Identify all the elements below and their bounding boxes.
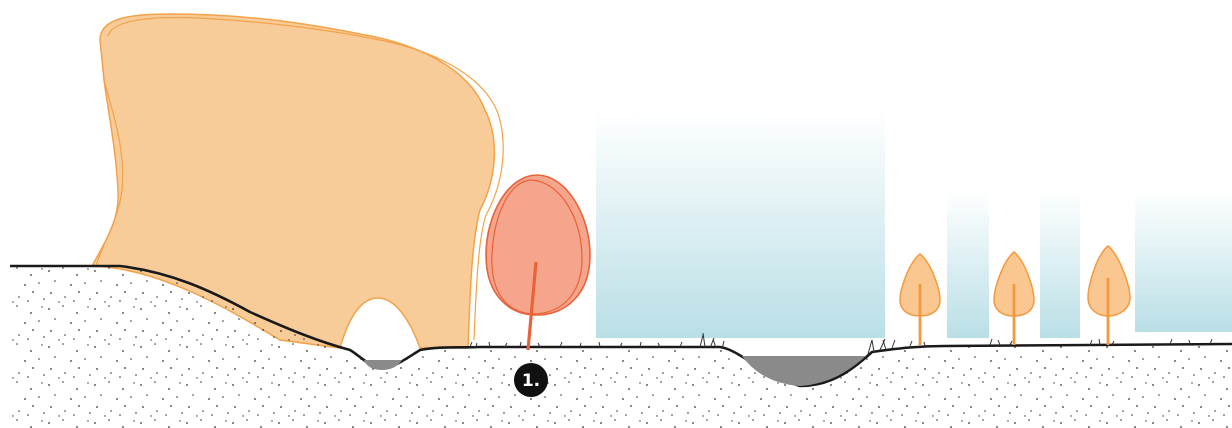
sky-panel-narrow-1: [947, 190, 989, 338]
small-orange-tree-1: [900, 254, 940, 345]
sky-panel-right: [1135, 190, 1232, 332]
small-orange-tree-2: [994, 252, 1034, 345]
marker-1: 1.: [514, 363, 548, 397]
marker-label: 1.: [522, 371, 540, 391]
sky-panel-large: [596, 110, 885, 338]
small-orange-tree-3: [1088, 246, 1130, 345]
red-tree-canopy: [486, 175, 590, 315]
red-deciduous-tree: [486, 175, 590, 350]
sky-panel-narrow-2: [1040, 190, 1080, 338]
